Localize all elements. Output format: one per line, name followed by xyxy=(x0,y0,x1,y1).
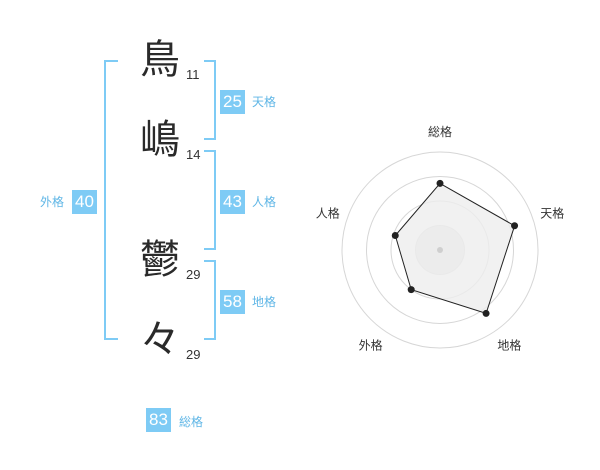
radar-point-1 xyxy=(511,222,519,230)
radar-point-3 xyxy=(407,286,415,294)
soukaku-label: 総格 xyxy=(179,415,204,429)
radar-axis-label-1: 天格 xyxy=(540,206,564,221)
tenkaku-value: 25 xyxy=(220,90,245,114)
radar-point-4 xyxy=(391,231,399,239)
radar-axis-label-0: 総格 xyxy=(428,124,452,139)
chikaku-value: 58 xyxy=(220,290,245,314)
chikaku-label: 地格 xyxy=(252,295,277,309)
radar-ring-3 xyxy=(366,176,514,324)
name-char-4: 々 xyxy=(140,317,180,363)
radar-axis-label-3: 外格 xyxy=(359,338,383,353)
radar-area xyxy=(394,182,516,315)
radar-center xyxy=(437,247,443,253)
jinkaku-label: 人格 xyxy=(252,195,277,209)
radar-point-2 xyxy=(482,309,490,317)
radar-point-0 xyxy=(436,179,444,187)
stroke-count-4: 29 xyxy=(186,347,201,362)
name-char-2: 嶋 xyxy=(140,117,180,163)
radar-axis-label-4: 人格 xyxy=(316,206,340,221)
gaikaku-label: 外格 xyxy=(40,195,65,209)
jinkaku-bracket xyxy=(204,150,216,250)
soukaku-value: 83 xyxy=(146,408,171,432)
radar-points xyxy=(391,179,519,317)
stroke-count-3: 29 xyxy=(186,267,201,282)
stroke-count-1: 11 xyxy=(186,67,200,82)
tenkaku-bracket xyxy=(204,60,216,140)
gaikaku-value: 40 xyxy=(72,190,97,214)
radar-ring-4 xyxy=(341,151,539,349)
name-char-3: 鬱 xyxy=(140,237,180,283)
radar-axis-label-2: 地格 xyxy=(497,338,521,353)
name-char-1: 鳥 xyxy=(140,37,180,83)
gaikaku-bracket xyxy=(104,60,118,340)
tenkaku-label: 天格 xyxy=(252,95,277,109)
chikaku-bracket xyxy=(204,260,216,340)
stroke-count-2: 14 xyxy=(186,147,201,162)
jinkaku-value: 43 xyxy=(220,190,245,214)
